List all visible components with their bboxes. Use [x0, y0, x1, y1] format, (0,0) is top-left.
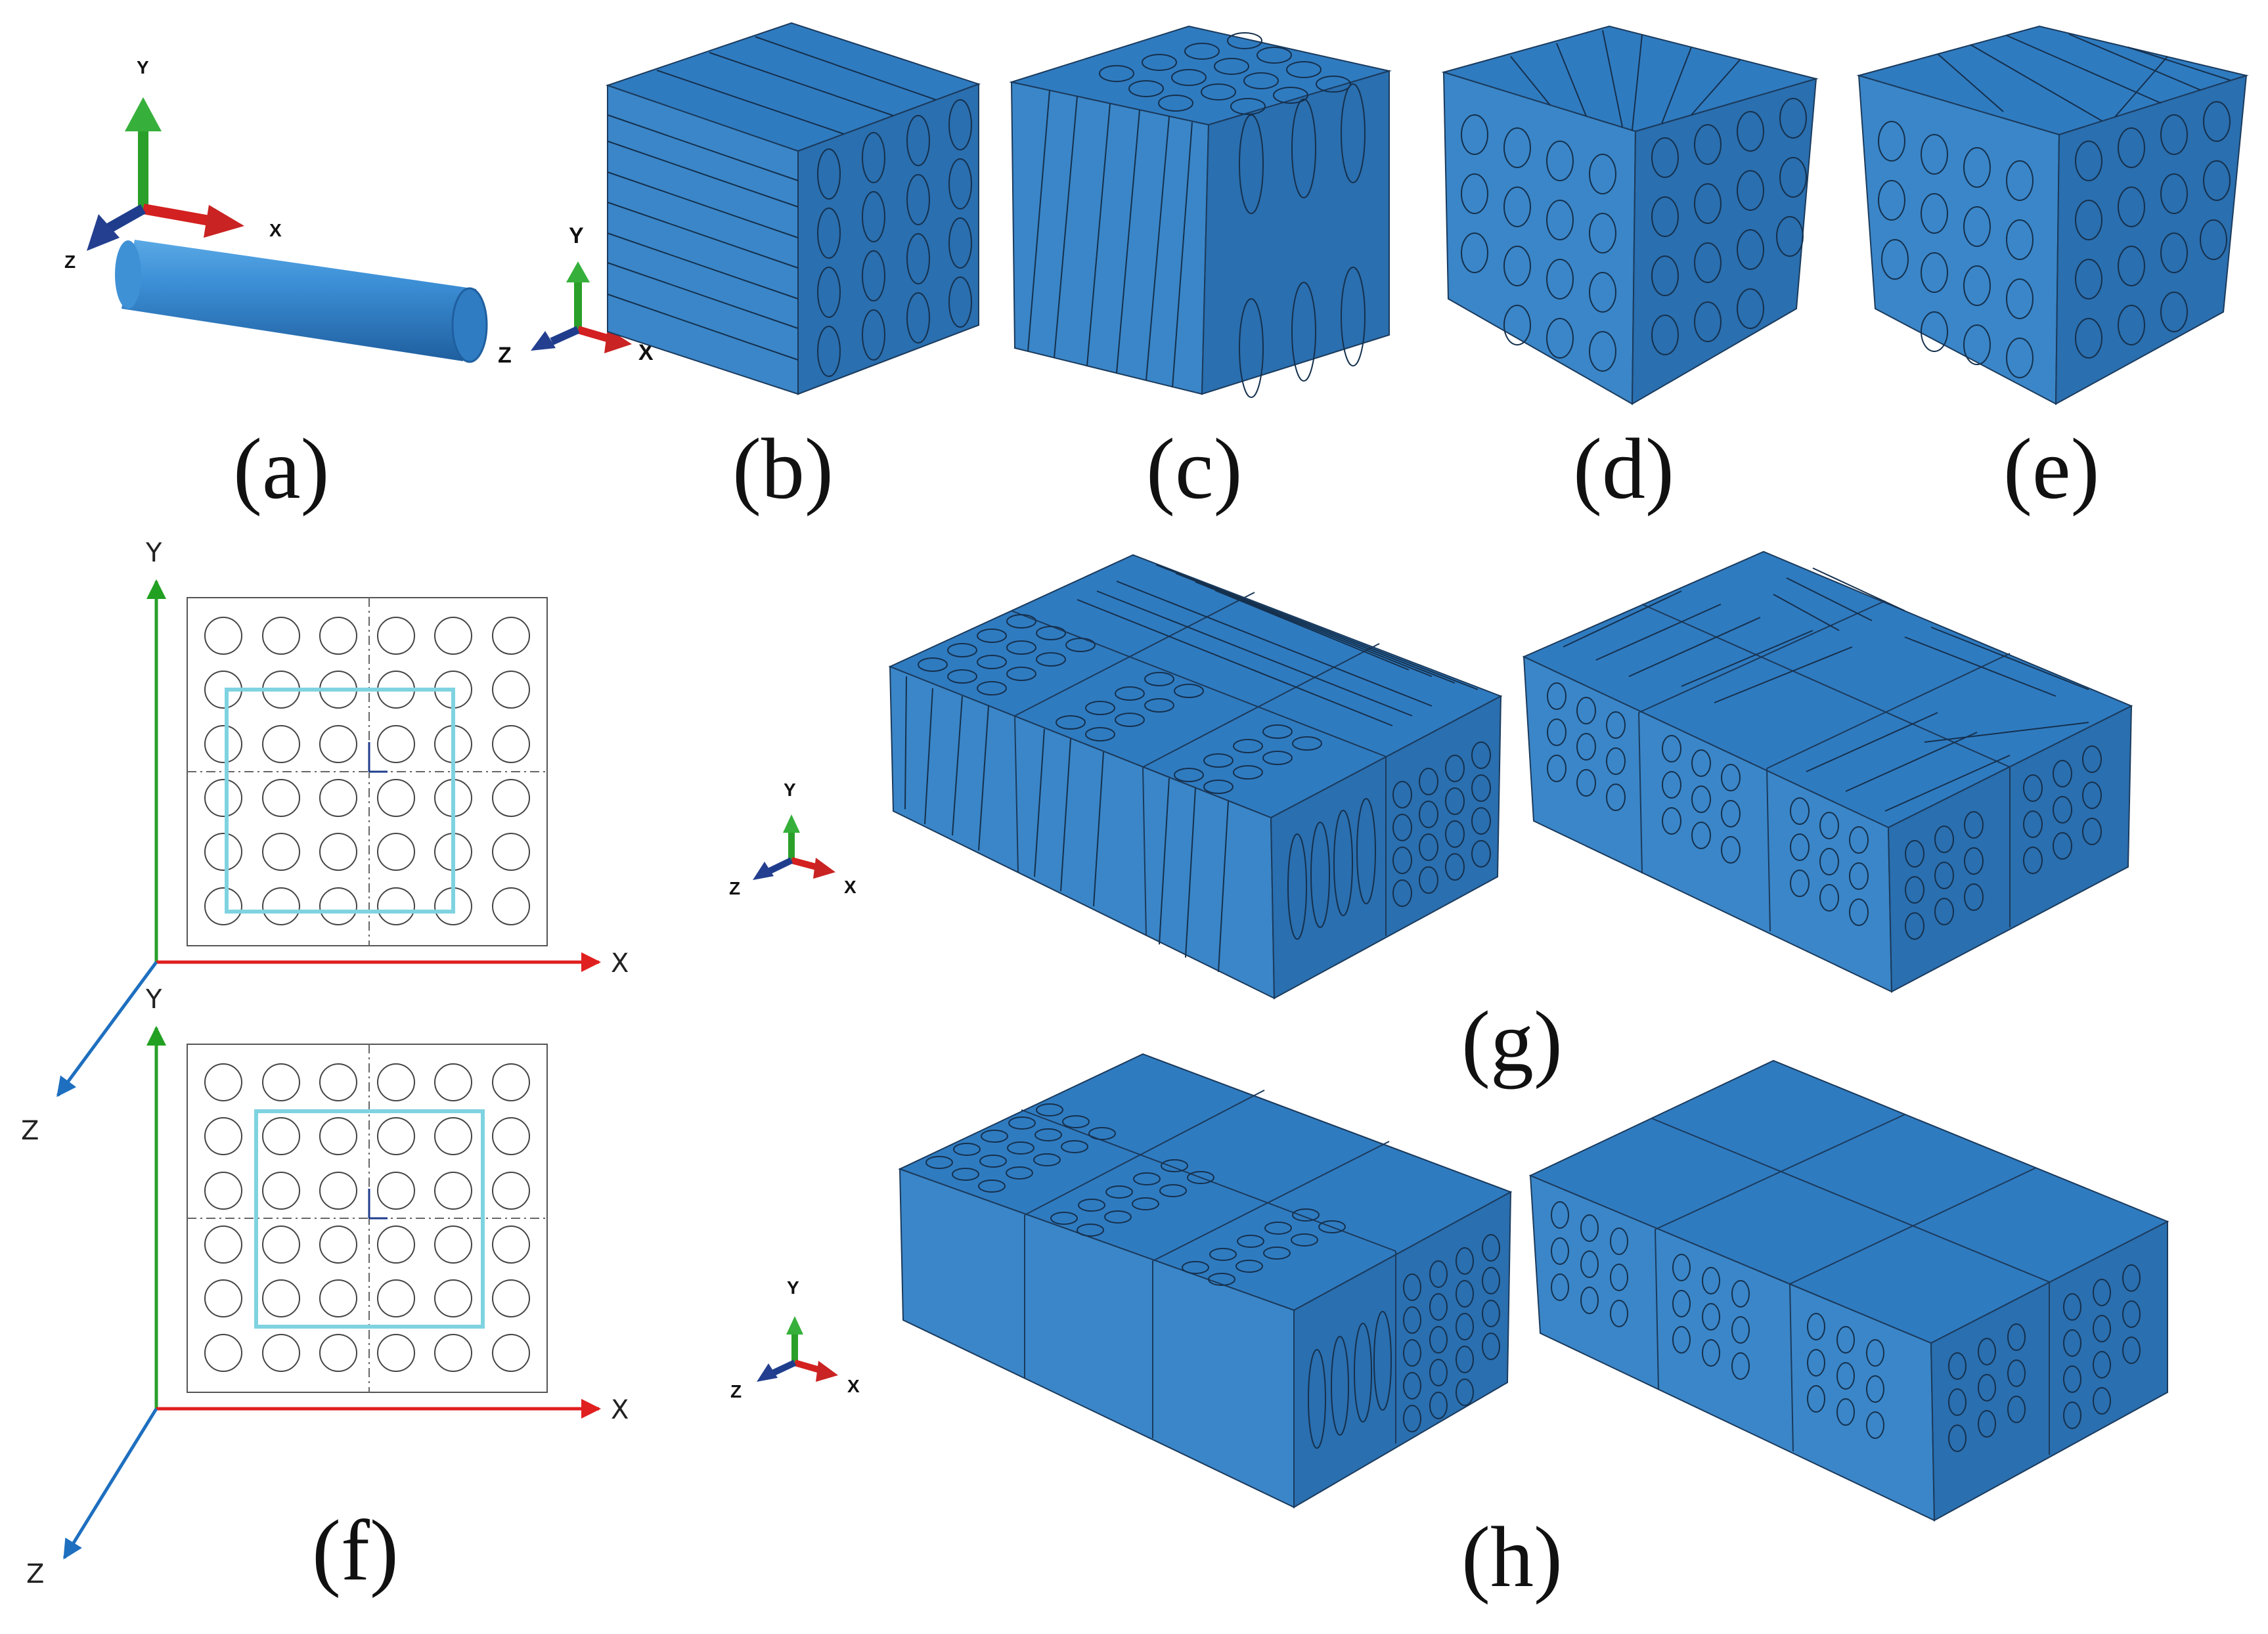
panel-label-g: (g) — [1461, 993, 1563, 1090]
laminate-h-left — [898, 1053, 1513, 1509]
axis-triad-a: Y X Z — [64, 57, 282, 272]
section-view-lower: Y X Z — [26, 984, 629, 1589]
panel-g: Y X Z — [729, 550, 2133, 1090]
axis-label-z: Z — [730, 1381, 742, 1402]
panel-label-h: (h) — [1461, 1509, 1563, 1605]
panel-label-c: (c) — [1146, 420, 1243, 517]
axis-label-z: Z — [26, 1559, 44, 1589]
axis-label-x: X — [847, 1376, 860, 1396]
axis-label-x: X — [611, 948, 629, 979]
axis-label-y: Y — [569, 223, 584, 248]
axis-label-x: X — [269, 220, 282, 240]
cube-b: (b) — [605, 22, 981, 517]
axis-label-z: Z — [729, 878, 740, 898]
fiber-cylinder — [115, 240, 488, 363]
axis-triad-h: Y X Z — [730, 1277, 860, 1402]
axis-label-x: X — [638, 340, 654, 365]
panel-f: Y X Z Y X Z — [21, 538, 629, 1599]
cube-e: (e) — [1856, 25, 2249, 517]
cube-d: (d) — [1441, 25, 1819, 517]
axis-triad-b: Y X Z — [498, 223, 654, 368]
axis-label-y: Y — [784, 780, 796, 800]
panel-label-b: (b) — [732, 420, 834, 517]
axis-label-y: Y — [787, 1277, 799, 1298]
axis-label-y: Y — [145, 984, 162, 1015]
laminate-g-right — [1522, 550, 2133, 993]
panel-label-e: (e) — [2003, 420, 2100, 517]
panel-label-d: (d) — [1573, 420, 1674, 517]
laminate-g-left — [888, 554, 1503, 1000]
axis-label-x: X — [844, 877, 856, 897]
panel-a: Y X Z (a) — [64, 57, 488, 517]
panel-h: Y X Z — [730, 1053, 2169, 1605]
section-view-upper: Y X Z — [21, 538, 629, 1146]
panel-label-f: (f) — [312, 1502, 399, 1599]
laminate-h-right — [1528, 1059, 2169, 1522]
axis-label-x: X — [611, 1395, 629, 1425]
panel-label-a: (a) — [233, 420, 330, 517]
axis-label-y: Y — [145, 538, 162, 568]
axis-label-z: Z — [498, 343, 512, 368]
axis-label-z: Z — [21, 1116, 39, 1146]
axis-label-y: Y — [137, 57, 149, 77]
cube-c: (c) — [1009, 25, 1392, 517]
axis-label-z: Z — [64, 252, 76, 272]
axis-triad-g: Y X Z — [729, 780, 856, 898]
